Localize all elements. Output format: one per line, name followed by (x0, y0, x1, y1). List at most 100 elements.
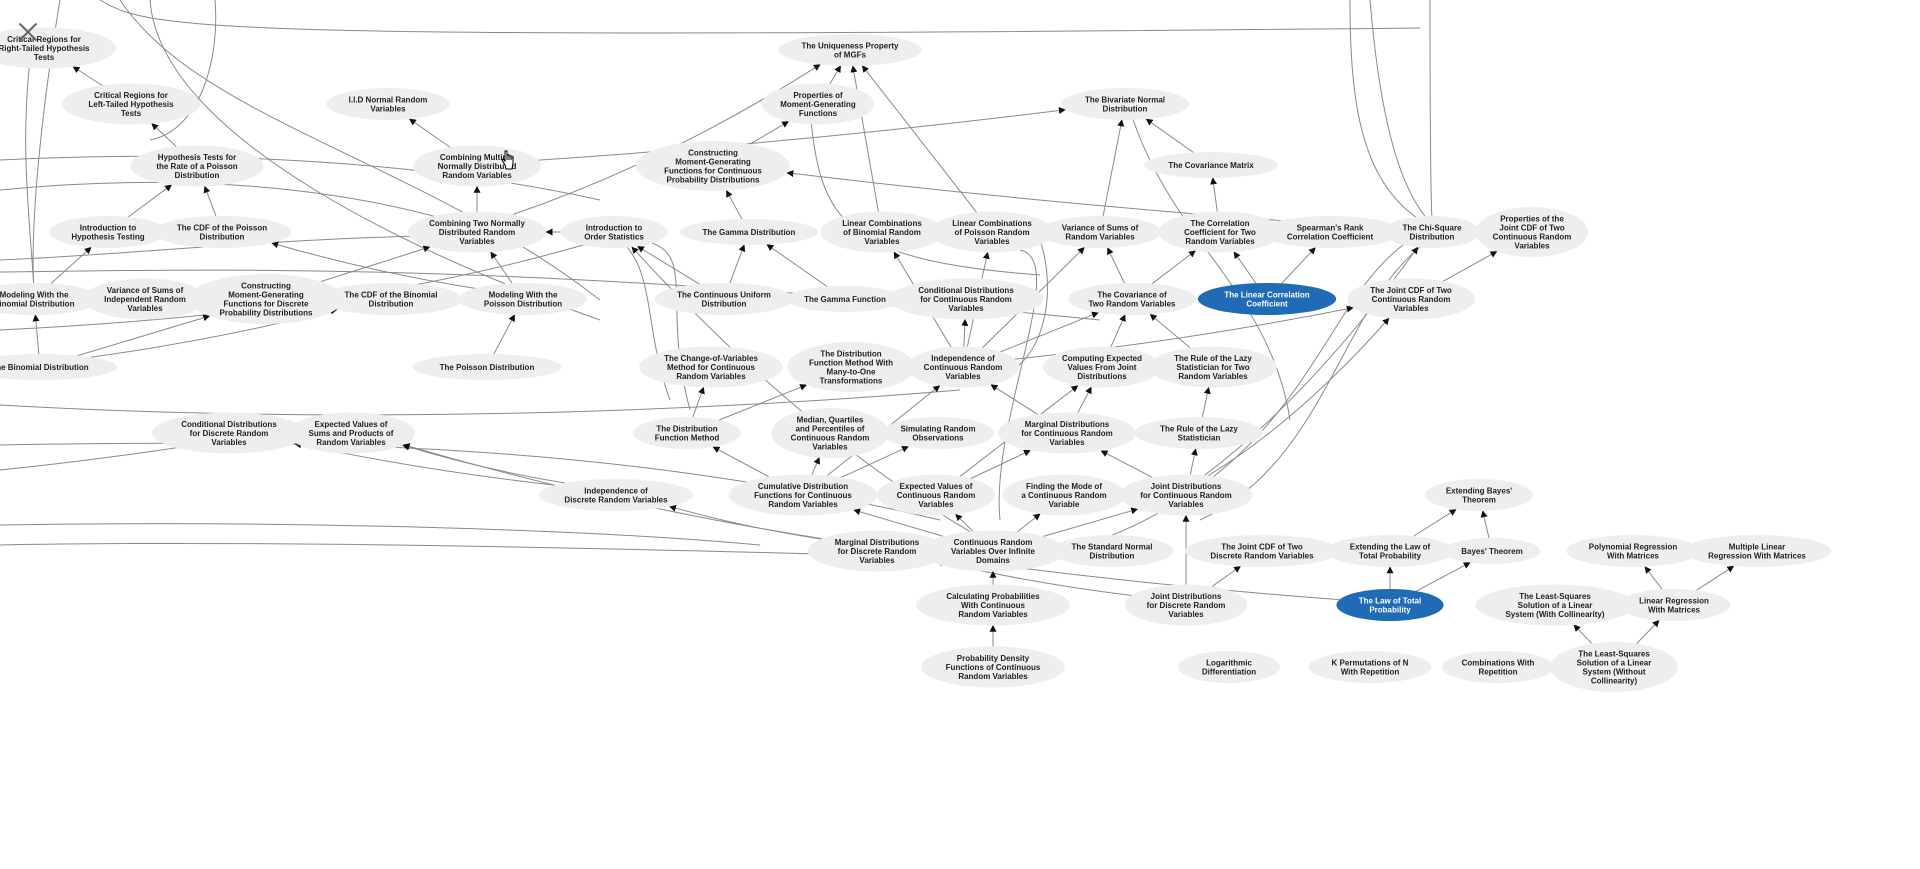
node-label-line: the Rate of a Poisson (156, 162, 237, 171)
node-label-line: Multiple Linear (1729, 543, 1785, 552)
graph-node-bayes-theorem[interactable]: Bayes' Theorem (1443, 538, 1541, 564)
node-ellipse (560, 216, 668, 248)
graph-edge (692, 386, 705, 418)
node-label-line: Conditional Distributions (918, 286, 1014, 295)
graph-node-extending-bayes[interactable]: Extending Bayes'Theorem (1425, 479, 1533, 511)
node-label: The Gamma Distribution (703, 228, 796, 237)
node-ellipse (459, 283, 587, 315)
node-label-line: Probability (1369, 606, 1411, 615)
graph-node-binomial-distribution[interactable]: The Binomial Distribution (0, 354, 117, 380)
node-label-line: of MGFs (834, 51, 867, 60)
node-ellipse (881, 417, 995, 449)
node-label-line: Moment-Generating (780, 100, 856, 109)
node-label-line: Statistician (1178, 434, 1221, 443)
graph-node-covariance-matrix[interactable]: The Covariance Matrix (1144, 152, 1278, 178)
node-label-line: Distribution (1103, 105, 1148, 114)
node-label-line: The Bivariate Normal (1085, 96, 1165, 105)
graph-node-gamma-distribution[interactable]: The Gamma Distribution (679, 219, 819, 245)
node-ellipse (1135, 417, 1263, 449)
node-label-line: The Least-Squares (1519, 592, 1591, 601)
graph-node-gamma-function[interactable]: The Gamma Function (786, 286, 904, 312)
node-label-line: Variables (127, 304, 163, 313)
node-label-line: Logarithmic (1206, 659, 1252, 668)
close-button[interactable] (14, 18, 42, 46)
graph-edge (766, 244, 828, 288)
graph-node-poisson-distribution[interactable]: The Poisson Distribution (412, 354, 562, 380)
node-label-line: Functions for Continuous (664, 167, 762, 176)
node-label-line: Continuous Random (897, 491, 976, 500)
